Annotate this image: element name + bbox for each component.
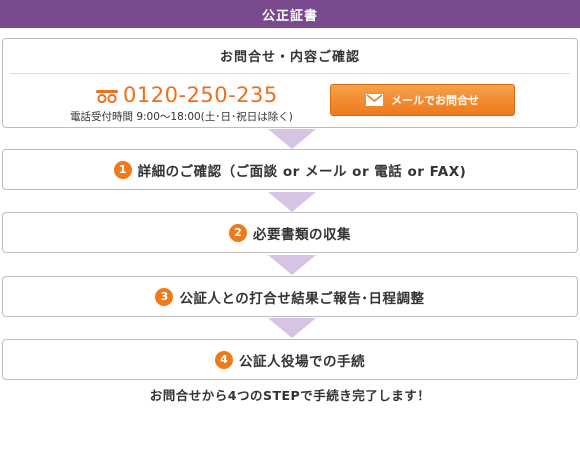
phone-number[interactable]: 0120-250-235 — [123, 83, 278, 107]
phone-row: 0120-250-235 — [95, 83, 278, 107]
step-3: 3 公証人との打合せ結果ご報告･日程調整 — [2, 276, 578, 317]
mail-button-label: メールでお問合せ — [391, 94, 479, 107]
envelope-icon — [366, 94, 383, 106]
contact-title: お問合せ・内容ご確認 — [219, 50, 360, 65]
step-label: 公証人との打合せ結果ご報告･日程調整 — [179, 290, 425, 307]
phone-hours: 電話受付時間 9:00〜18:00(土･日･祝日は除く) — [70, 111, 293, 123]
step-label: 必要書類の収集 — [253, 226, 351, 243]
down-arrow-icon — [268, 318, 316, 338]
down-arrow-icon — [268, 192, 316, 212]
section-title: 公正証書 — [261, 8, 318, 24]
summary-text: お問合せから4つのSTEPで手続き完了します！ — [149, 388, 431, 403]
step-label: 詳細のご確認（ご面談 or メール or 電話 or FAX) — [137, 163, 467, 180]
step-number-badge: 4 — [215, 350, 233, 369]
step-number-badge: 3 — [155, 287, 174, 306]
step-1: 1 詳細のご確認（ご面談 or メール or 電話 or FAX) — [2, 149, 578, 190]
down-arrow-icon — [268, 255, 316, 275]
step-4: 4 公証人役場での手続 — [2, 339, 578, 380]
section-header: 公正証書 — [0, 0, 580, 28]
contact-box: お問合せ・内容ご確認 0120-250-235 電話受付時間 9:00〜18:0… — [2, 38, 578, 128]
step-number-badge: 2 — [229, 223, 247, 242]
step-label: 公証人役場での手続 — [239, 353, 365, 370]
mail-contact-button[interactable]: メールでお問合せ — [330, 84, 515, 116]
freedial-icon — [95, 88, 119, 104]
down-arrow-icon — [268, 129, 316, 149]
divider — [10, 73, 570, 74]
step-number-badge: 1 — [113, 160, 132, 179]
step-2: 2 必要書類の収集 — [2, 212, 578, 253]
